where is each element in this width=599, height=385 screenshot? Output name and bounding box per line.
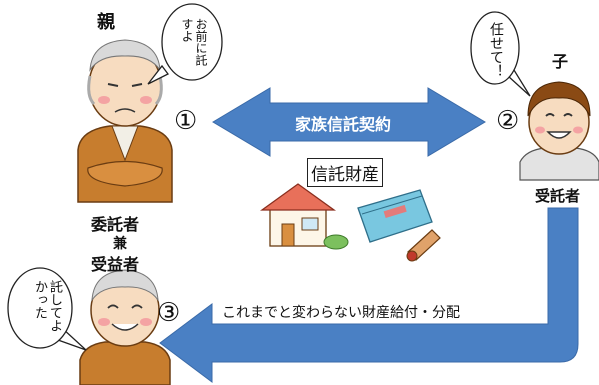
beneficiary-label: 受益者 [91,255,140,274]
joint-label: 兼 [113,236,127,252]
parent-figure-bottom [79,269,171,385]
child-title: 子 [552,52,569,71]
contract-arrow [212,87,486,157]
distribution-label: これまでと変わらない財産給付・分配 [222,305,460,321]
trust-assets-label: 信託財産 [307,158,383,187]
trustee-label: 受託者 [535,187,581,205]
parent-title: 親 [97,12,115,33]
bubble-child [470,11,531,97]
child-figure [519,81,599,181]
house-icon [259,183,349,250]
bubble-parent-top-text: お前に託すよ [180,18,208,66]
step-1-number: ① [174,106,198,136]
seal-icon [406,229,441,262]
distribution-arrow [159,207,579,383]
step-3-number: ③ [157,298,181,328]
bubble-parent-top [147,3,223,85]
bubble-parent-bottom [7,267,87,351]
parent-figure-top [77,39,173,203]
contract-label: 家族信託契約 [295,115,392,134]
bubble-parent-bottom-text: 託してよかった [32,280,62,332]
bubble-child-text: 任せて！ [488,22,504,78]
trustor-label: 委託者 [91,215,140,234]
passbook-icon [357,189,433,243]
step-2-number: ② [496,106,520,136]
